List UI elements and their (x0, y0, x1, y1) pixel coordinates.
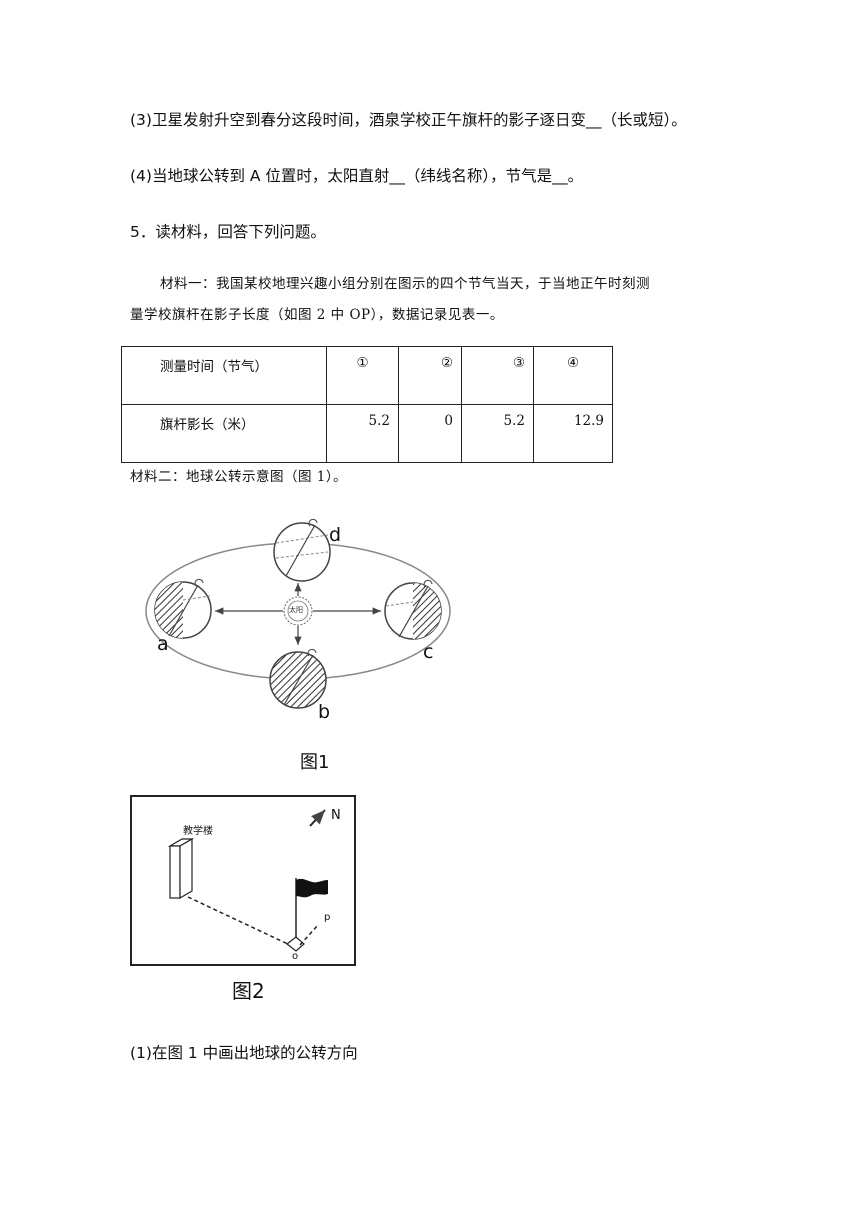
earth-b-icon (269, 648, 327, 709)
question-4: (4)当地球公转到 A 位置时，太阳直射__（纬线名称），节气是__。 (130, 167, 584, 185)
table-row: 旗杆影长（米） 5.2 0 5.2 12.9 (121, 404, 613, 463)
flag-base (286, 936, 305, 952)
flag-shadow-line (299, 924, 319, 946)
question-5-heading: 5．读材料，回答下列问题。 (130, 223, 326, 241)
material1-line2: 量学校旗杆在影子长度（如图 2 中 OP），数据记录见表一。 (130, 307, 504, 323)
sun-label: 太阳 (289, 606, 303, 614)
label-a: a (157, 633, 169, 655)
table-row: 测量时间（节气） ① ② ③ ④ (121, 346, 613, 405)
label-c: c (423, 641, 434, 663)
flag-icon (295, 878, 328, 944)
table-cell: 12.9 (533, 404, 613, 463)
earth-d-icon (273, 518, 331, 582)
measurement-table: 测量时间（节气） ① ② ③ ④ 旗杆影长（米） 5.2 0 5.2 12.9 (121, 346, 613, 463)
table-col-3: ③ (461, 346, 534, 405)
figure1-caption: 图1 (300, 752, 330, 773)
building-shadow-line (187, 896, 293, 947)
point-p-label: p (324, 912, 331, 923)
building-label: 教学楼 (183, 826, 213, 837)
question-1: (1)在图 1 中画出地球的公转方向 (130, 1044, 358, 1062)
north-arrow-icon (309, 809, 326, 827)
sun-icon (283, 596, 313, 626)
table-cell: 5.2 (461, 404, 534, 463)
question-3: (3)卫星发射升空到春分这段时间，酒泉学校正午旗杆的影子逐日变__（长或短）。 (130, 111, 687, 129)
north-label: N (331, 808, 341, 823)
table-col-4: ④ (533, 346, 613, 405)
earth-a-icon (154, 578, 212, 639)
earth-c-icon (384, 579, 442, 640)
point-o-label: o (292, 951, 299, 962)
material2-text: 材料二：地球公转示意图（图 1）。 (130, 469, 348, 485)
table-header-label: 测量时间（节气） (121, 346, 327, 405)
material1-line1: 材料一：我国某校地理兴趣小组分别在图示的四个节气当天，于当地正午时刻测 (160, 276, 650, 292)
label-d: d (329, 524, 342, 546)
table-cell: 0 (398, 404, 462, 463)
figure2-frame (130, 795, 356, 966)
figure2-caption: 图2 (232, 979, 265, 1003)
building-icon (167, 837, 195, 900)
label-b: b (318, 701, 331, 723)
table-col-2: ② (398, 346, 462, 405)
